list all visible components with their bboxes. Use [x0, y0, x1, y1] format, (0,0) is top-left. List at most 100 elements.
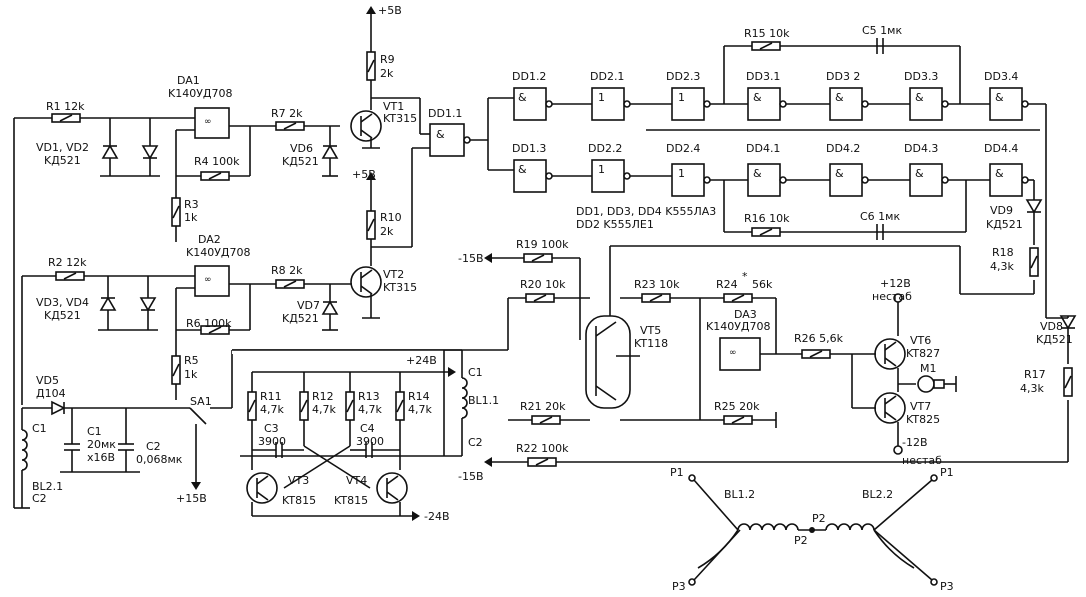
gate-dd3-3-sym: &	[915, 91, 924, 104]
label-r24: R24	[716, 278, 738, 291]
label-r12-value: 4,7k	[312, 403, 336, 416]
label-dd3-1: DD3.1	[746, 70, 780, 83]
label-vd9-type: KД521	[986, 218, 1023, 231]
power-input-section: VD5 Д104 C1 BL2.1 C2 C1 20мк x16В C2 0,0…	[14, 349, 508, 509]
label-r24-star: *	[742, 270, 748, 283]
label-c4-value: 3900	[356, 435, 384, 448]
label-vd8: VD8	[1040, 320, 1063, 333]
label-r10-value: 2k	[380, 225, 394, 238]
gate-dd2-2-sym: 1	[598, 163, 605, 176]
motor-m1	[917, 375, 935, 393]
label-vd3-vd4: VD3, VD4	[36, 296, 89, 309]
label-c2-value: 0,068мк	[136, 453, 183, 466]
label-vt3: VT3	[288, 474, 309, 487]
label-c1-left: C1	[32, 422, 47, 435]
label-r17-value: 4,3k	[1020, 382, 1044, 395]
label-r13-value: 4,7k	[358, 403, 382, 416]
logic-top-row: & DD1.1 & DD1.2 1 DD2.1 1 DD2.3 & DD3.1 …	[412, 24, 1047, 318]
da3-mark: ∞	[729, 348, 737, 358]
gate-dd2-1-sym: 1	[598, 91, 605, 104]
label-r3-value: 1k	[184, 211, 198, 224]
label-c5: C5 1мк	[862, 24, 902, 37]
label-bl1-1: BL1.1	[468, 394, 499, 407]
gate-dd4-1-sym: &	[753, 167, 762, 180]
label-r5-value: 1k	[184, 368, 198, 381]
label-vt5: VT5	[640, 324, 661, 337]
label-r22: R22 100k	[516, 442, 569, 455]
gate-dd4-4	[989, 163, 1023, 197]
label-dd1-2: DD1.2	[512, 70, 546, 83]
label-da2-type: K140УД708	[186, 246, 251, 259]
label-r5: R5	[184, 354, 199, 367]
label-c1-voltage: x16В	[87, 451, 115, 464]
label-r12: R12	[312, 390, 334, 403]
gate-dd3-2-sym: &	[835, 91, 844, 104]
label-vt7: VT7	[910, 400, 931, 413]
label-r20: R20 10k	[520, 278, 566, 291]
label-sa1: SA1	[190, 395, 212, 408]
gate-dd2-1	[591, 87, 625, 121]
vt1-transistor	[350, 110, 382, 142]
label-dd4-2: DD4.2	[826, 142, 860, 155]
label-c1-value: 20мк	[87, 438, 116, 451]
label-vt5-type: KT118	[634, 337, 668, 350]
label-chips-2: DD2 K555ЛE1	[576, 218, 654, 231]
gate-dd2-4-sym: 1	[678, 167, 685, 180]
vt1-section: +5В R9 2k VT1 KT315	[350, 4, 420, 149]
label-vd9: VD9	[990, 204, 1013, 217]
label-r17: R17	[1024, 368, 1046, 381]
label-dd1-1: DD1.1	[428, 107, 462, 120]
label-dd4-3: DD4.3	[904, 142, 938, 155]
label-vt7-type: KT825	[906, 413, 940, 426]
label-dd2-4: DD2.4	[666, 142, 700, 155]
label-r1: R1 12k	[46, 100, 85, 113]
vt3-transistor	[246, 472, 278, 504]
gate-dd1-2	[513, 87, 547, 121]
label-m15v-b: -15В	[458, 470, 484, 483]
gate-dd2-3	[671, 87, 705, 121]
label-r18-value: 4,3k	[990, 260, 1014, 273]
label-vd7: VD7	[297, 299, 320, 312]
gate-dd1-3-sym: &	[518, 163, 527, 176]
label-vt3-type: KT815	[282, 494, 316, 507]
label-c3-value: 3900	[258, 435, 286, 448]
label-r8: R8 2k	[271, 264, 303, 277]
label-p1-right: P1	[940, 466, 954, 479]
label-r13: R13	[358, 390, 380, 403]
label-dd2-3: DD2.3	[666, 70, 700, 83]
label-p24v: +24В	[406, 354, 437, 367]
gate-dd4-4-sym: &	[995, 167, 1004, 180]
label-r11: R11	[260, 390, 282, 403]
label-dd3-2: DD3 2	[826, 70, 860, 83]
label-r10: R10	[380, 211, 402, 224]
vt5-transistor	[585, 315, 631, 409]
label-p5v-mid: +5В	[352, 168, 376, 181]
label-c6: C6 1мк	[860, 210, 900, 223]
vt2-transistor	[350, 266, 382, 298]
label-m15v-a: -15В	[458, 252, 484, 265]
label-r24-value: 56k	[752, 278, 773, 291]
label-vt1-type: KT315	[383, 112, 417, 125]
label-bl2-2: BL2.2	[862, 488, 893, 501]
label-r9-value: 2k	[380, 67, 394, 80]
label-bl2-1: BL2.1	[32, 480, 63, 493]
label-c4: C4	[360, 422, 375, 435]
label-da3-type: K140УД708	[706, 320, 771, 333]
label-dd1-3: DD1.3	[512, 142, 546, 155]
label-vt6-type: KT827	[906, 347, 940, 360]
label-dd2-2: DD2.2	[588, 142, 622, 155]
da2-section: R2 12k VD3, VD4 KД521 ∞ DA2 K140УД708 R8…	[21, 233, 352, 405]
label-p15v: +15В	[176, 492, 207, 505]
windings-section: P1 P1 P3 P3 BL1.2 BL2.2 P2 P2	[670, 466, 954, 593]
label-r21: R21 20k	[520, 400, 566, 413]
gate-dd4-2-sym: &	[835, 167, 844, 180]
vt2-section: +5В R10 2k VT2 KT315	[350, 148, 417, 319]
gate-dd4-3	[909, 163, 943, 197]
label-p2-top: P2	[812, 512, 826, 525]
label-c2-right: C2	[468, 436, 483, 449]
label-r25: R25 20k	[714, 400, 760, 413]
da3-opamp	[719, 337, 761, 371]
label-da3: DA3	[734, 308, 757, 321]
label-r14-value: 4,7k	[408, 403, 432, 416]
label-c2: C2	[146, 440, 161, 453]
